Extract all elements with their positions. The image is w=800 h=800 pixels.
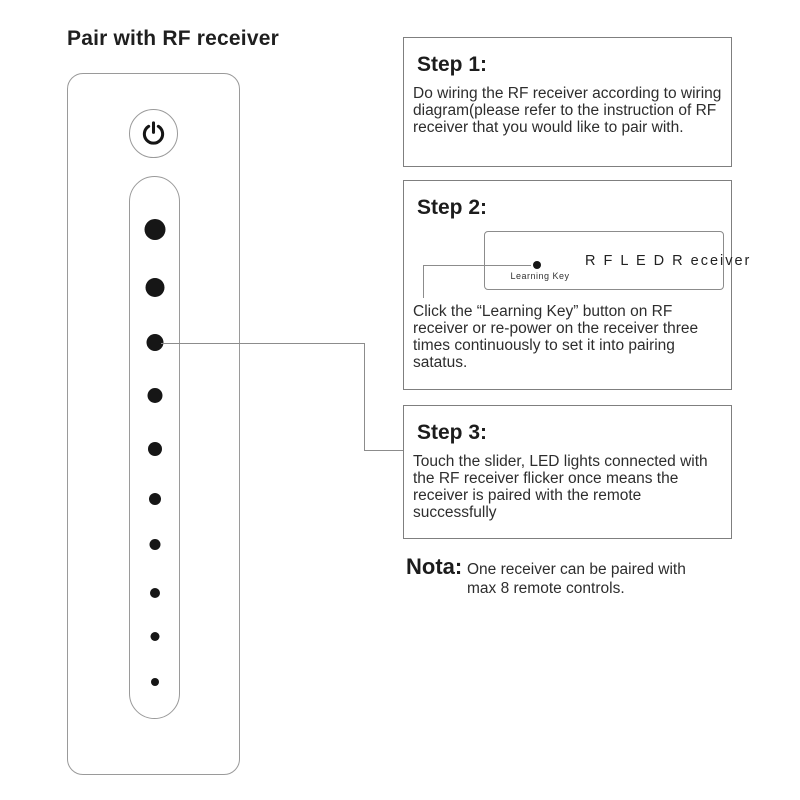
- note-label: Nota:: [406, 554, 463, 579]
- step1-heading: Step 1:: [417, 53, 488, 76]
- slider-dot-1[interactable]: [144, 219, 165, 240]
- slider-dot-8[interactable]: [149, 588, 160, 598]
- connector-step3-entry: [364, 450, 403, 451]
- slider-dot-3[interactable]: [146, 334, 163, 351]
- slider-dot-4[interactable]: [147, 388, 162, 403]
- connector-learningkey-horizontal: [423, 265, 531, 266]
- connector-slider-horizontal: [161, 343, 364, 344]
- touch-slider[interactable]: [129, 176, 180, 719]
- step3-heading: Step 3:: [417, 421, 488, 444]
- rf-receiver-label: R F L E D R eceiver: [585, 253, 752, 269]
- power-icon: [140, 120, 167, 147]
- learning-key-label: Learning Key: [510, 271, 570, 281]
- step3-box: Step 3: Touch the slider, LED lights con…: [403, 405, 732, 539]
- slider-dot-2[interactable]: [145, 278, 164, 297]
- learning-key-button[interactable]: [533, 261, 541, 269]
- connector-slider-vertical: [364, 343, 365, 451]
- slider-dot-10[interactable]: [150, 678, 159, 686]
- rf-receiver-box: Learning Key R F L E D R eceiver: [484, 231, 749, 290]
- step2-heading: Step 2:: [417, 196, 488, 219]
- step1-box: Step 1: Do wiring the RF receiver accord…: [403, 37, 732, 167]
- slider-dot-7[interactable]: [149, 539, 160, 550]
- remote-control: [67, 73, 240, 775]
- slider-dot-9[interactable]: [150, 632, 159, 641]
- step3-text: Touch the slider, LED lights connected w…: [413, 453, 708, 521]
- note-text: One receiver can be paired with max 8 re…: [467, 561, 686, 597]
- slider-dot-5[interactable]: [147, 442, 162, 456]
- connector-learningkey-vertical: [423, 265, 424, 298]
- step2-text: Click the “Learning Key” button on RF re…: [413, 303, 699, 371]
- page-title: Pair with RF receiver: [67, 27, 279, 50]
- power-button[interactable]: [129, 109, 178, 158]
- slider-dot-6[interactable]: [148, 493, 161, 505]
- step1-text: Do wiring the RF receiver according to w…: [413, 85, 722, 136]
